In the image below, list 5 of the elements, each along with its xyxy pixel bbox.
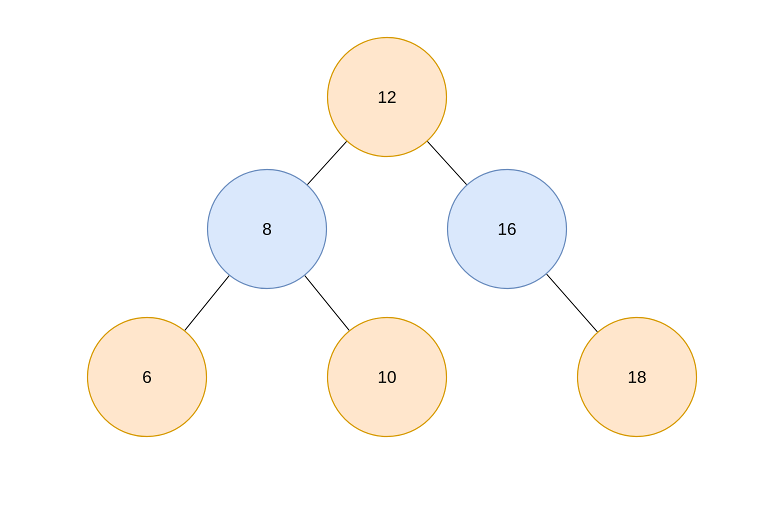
tree-edge	[304, 275, 350, 331]
tree-edge	[184, 275, 230, 331]
tree-edge	[306, 140, 348, 186]
tree-edge	[546, 274, 598, 332]
tree-edge	[426, 140, 468, 186]
